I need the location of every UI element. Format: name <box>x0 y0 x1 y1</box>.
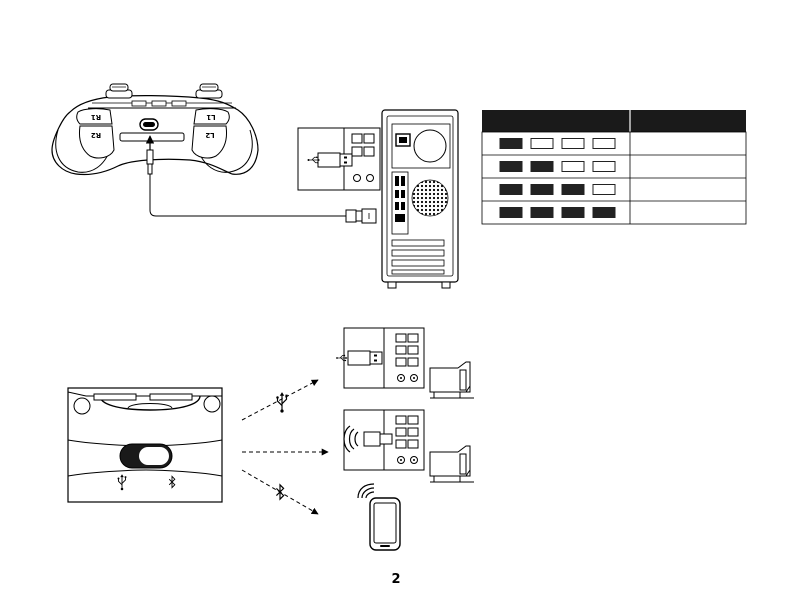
target-phone <box>358 484 400 550</box>
target-pc-usb <box>336 328 474 398</box>
led-indicator <box>562 208 584 218</box>
l2-label: L2 <box>205 131 214 139</box>
led-indicator <box>500 139 522 149</box>
led-indicator <box>531 208 553 218</box>
led-indicator <box>593 185 615 195</box>
r1-bumper: R1 <box>77 109 112 124</box>
led-indicator <box>531 185 553 195</box>
pc-tower <box>382 110 458 288</box>
l1-label: L1 <box>206 113 215 121</box>
page-number: 2 <box>386 572 406 587</box>
led-indicator <box>593 208 615 218</box>
table-header <box>482 110 746 132</box>
connection-arrows <box>242 380 328 514</box>
led-indicator <box>531 162 553 172</box>
pc-usb-closeup <box>298 128 380 190</box>
right-thumbstick-top <box>196 84 222 98</box>
usb-arrow <box>242 380 318 420</box>
led-indicator <box>500 162 522 172</box>
l1-bumper: L1 <box>194 109 229 124</box>
led-indicator <box>562 139 584 149</box>
led-indicator <box>562 162 584 172</box>
target-pc-dongle <box>344 410 474 482</box>
led-indicator <box>500 208 522 218</box>
led-indicator <box>531 139 553 149</box>
mode-switch[interactable] <box>120 444 172 468</box>
led-indicator <box>500 185 522 195</box>
led-indicator <box>593 162 615 172</box>
mode-switch-closeup <box>68 388 222 502</box>
r2-label: R2 <box>91 131 101 139</box>
left-thumbstick-top <box>106 84 132 98</box>
usb-arrow-icon <box>276 392 287 413</box>
led-indicator <box>593 139 615 149</box>
r1-label: R1 <box>91 113 101 121</box>
usb-c-port <box>140 119 158 130</box>
bluetooth-arrow-icon <box>276 485 283 499</box>
led-status-table <box>482 110 746 224</box>
led-indicator <box>562 185 584 195</box>
controller-top-view: R1 R2 L1 L2 <box>52 84 258 175</box>
